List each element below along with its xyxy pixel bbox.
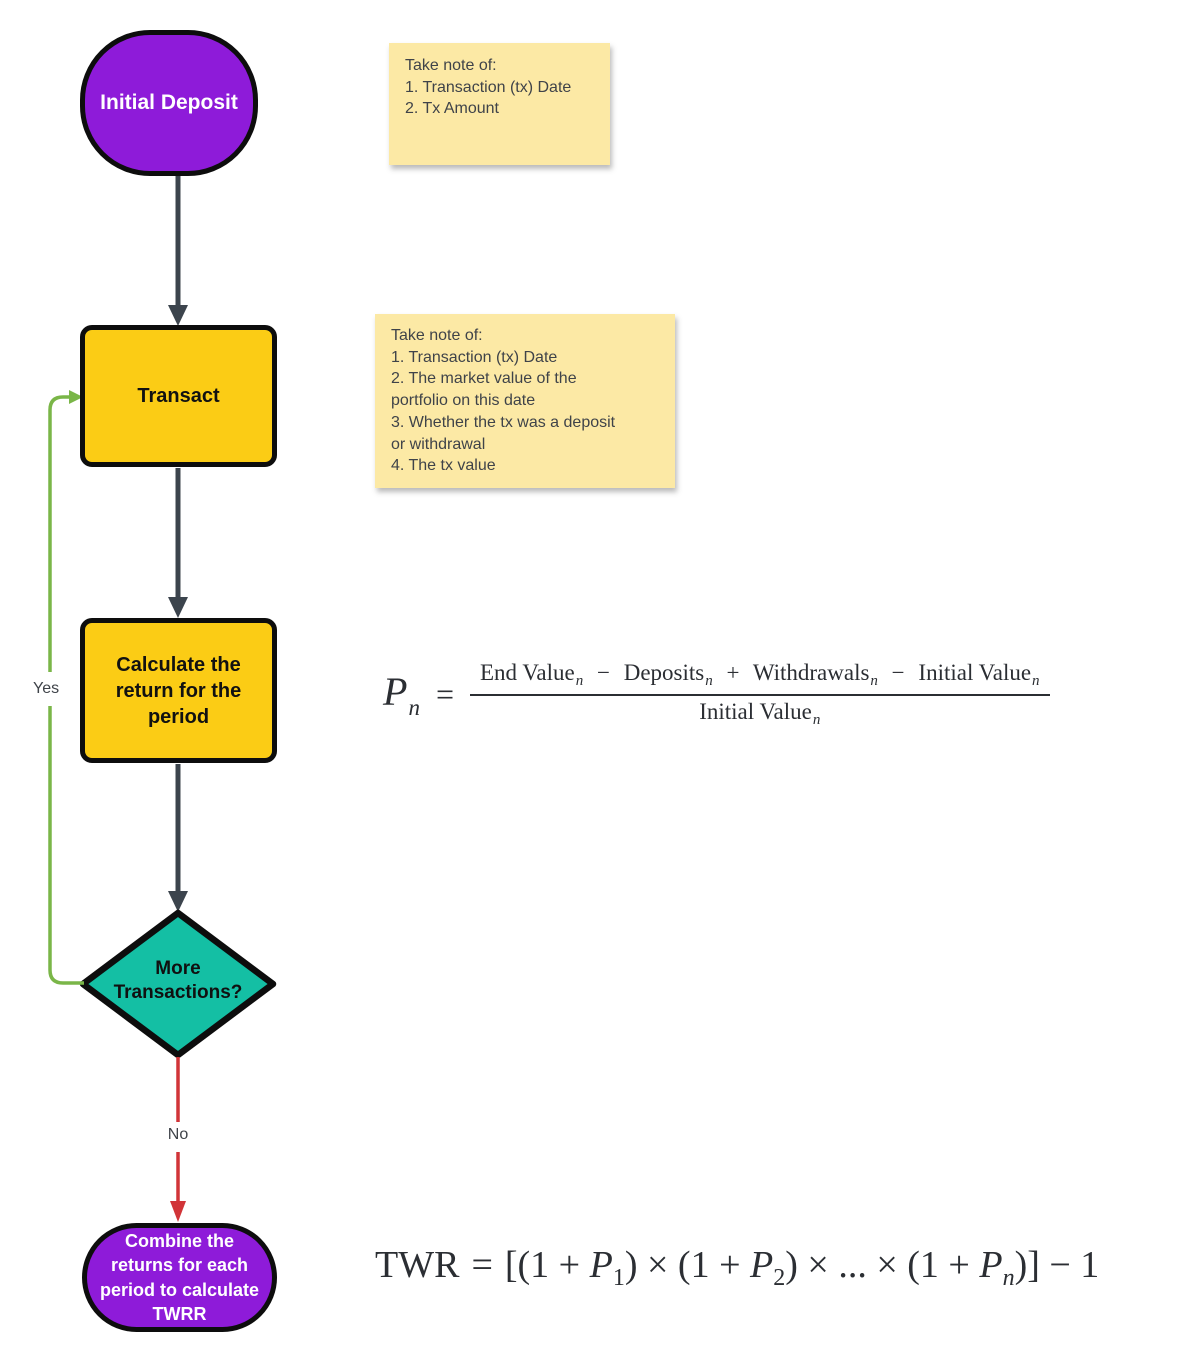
start-node-initial-deposit: Initial Deposit <box>80 30 258 176</box>
connector-yes-upper <box>48 395 69 672</box>
arrowhead-start-transact <box>168 305 188 326</box>
decision-node-label: More Transactions? <box>113 958 243 1003</box>
formula-lhs-p: Pn <box>383 669 420 720</box>
process-node-calculate-return: Calculate the return for the period <box>80 618 277 763</box>
formula-period-return: Pn = End Valuen − Depositsn + Withdrawal… <box>383 660 1050 729</box>
formula-twr: TWR=[(1 + P1) × (1 + P2) × ... × (1 + Pn… <box>375 1244 1100 1291</box>
process-node-transact: Transact <box>80 325 277 467</box>
edge-label-no: No <box>163 1126 193 1144</box>
equals-sign: = <box>435 676 454 712</box>
arrowhead-calculate-decision <box>168 891 188 912</box>
end-node-combine-twrr: Combine the returns for each period to c… <box>82 1223 277 1332</box>
arrowhead-transact-calculate <box>168 597 188 618</box>
sticky-note-transaction: Take note of: 1. Transaction (tx) Date 2… <box>375 314 675 488</box>
arrowhead-no-end <box>170 1201 186 1222</box>
fraction: End Valuen − Depositsn + Withdrawalsn − … <box>469 660 1050 729</box>
fraction-denominator: Initial Valuen <box>699 699 821 728</box>
connector-yes-lower <box>48 706 84 985</box>
edge-label-yes: Yes <box>31 680 62 698</box>
sticky-note-deposit: Take note of: 1. Transaction (tx) Date 2… <box>389 43 610 165</box>
fraction-numerator: End Valuen − Depositsn + Withdrawalsn − … <box>469 660 1050 696</box>
